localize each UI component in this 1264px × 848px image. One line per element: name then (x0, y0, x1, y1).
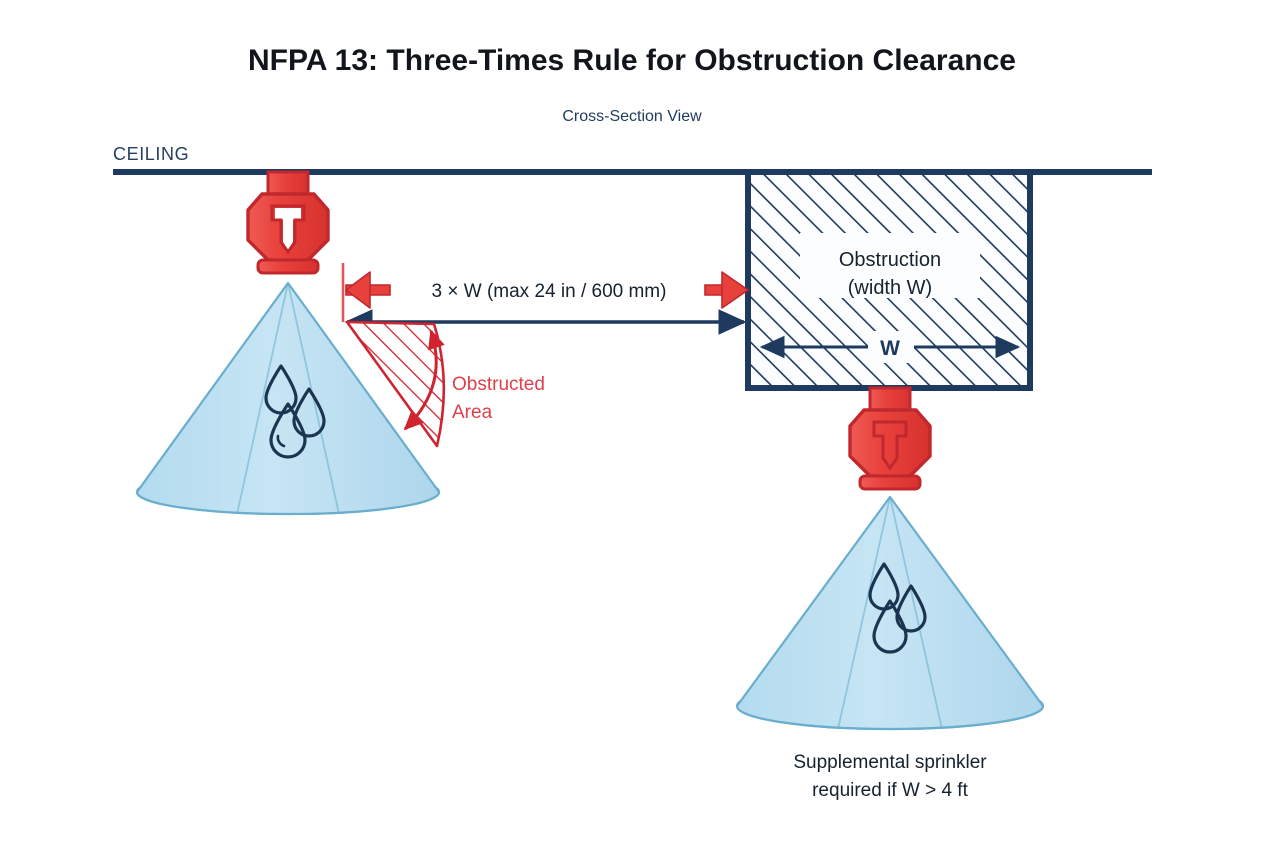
droplet-highlight (276, 434, 286, 448)
obstructed-area-span-arrow (403, 329, 445, 431)
spray-cone-body-left (135, 281, 441, 516)
obstruction-width-dimension: W (759, 331, 1021, 363)
spray-cone-inner-lines-right (737, 497, 1043, 729)
obstruction-label-line2: (width W) (848, 277, 932, 299)
water-droplet-icon (292, 387, 326, 438)
water-droplet-icon-group-right (868, 562, 927, 654)
sprinkler-nipple (868, 386, 912, 412)
obstruction-block: Obstruction (width W) W (745, 169, 1033, 391)
water-droplet-icon (269, 402, 307, 459)
obstructed-area-group: Obstructed Area (345, 320, 545, 448)
obstruction-label-backing (800, 233, 980, 298)
arrow-left-icon (345, 271, 391, 309)
arrow-left-head (345, 271, 371, 309)
caption-line2: required if W > 4 ft (812, 780, 968, 801)
spray-cone-left (135, 281, 441, 516)
arrow-right-icon (704, 271, 749, 309)
page-subtitle: Cross-Section View (562, 108, 702, 125)
caption-line1: Supplemental sprinkler (793, 752, 987, 773)
arrow-right-head (721, 271, 749, 309)
spray-cone-right (735, 495, 1045, 731)
sprinkler-deflector-plate (858, 474, 922, 491)
clearance-dimension-label: 3 × W (max 24 in / 600 mm) (432, 281, 667, 302)
ceiling-label: CEILING (113, 144, 189, 164)
sprinkler-plunger-outline (270, 204, 306, 255)
width-label-backing (868, 331, 914, 363)
obstruction-label-line1: Obstruction (839, 249, 941, 271)
sprinkler-nipple (266, 170, 310, 196)
water-droplet-icon (895, 584, 927, 633)
water-droplet-icon (872, 599, 908, 654)
clearance-dimension-group: 3 × W (max 24 in / 600 mm) (341, 263, 749, 335)
page-title: NFPA 13: Three-Times Rule for Obstructio… (248, 44, 1016, 77)
obstructed-area-label-line2: Area (452, 402, 493, 423)
sprinkler-plunger-outline (872, 420, 908, 471)
water-droplet-icon-group-left (264, 364, 326, 459)
sprinkler-head-icon-left (246, 170, 330, 275)
spray-cone-body-right (735, 495, 1045, 731)
obstruction-width-label: W (880, 337, 900, 360)
sprinkler-deflector-plate (256, 258, 320, 275)
obstructed-area-label-line1: Obstructed (452, 374, 545, 395)
sprinkler-head-icon-right (848, 386, 932, 491)
